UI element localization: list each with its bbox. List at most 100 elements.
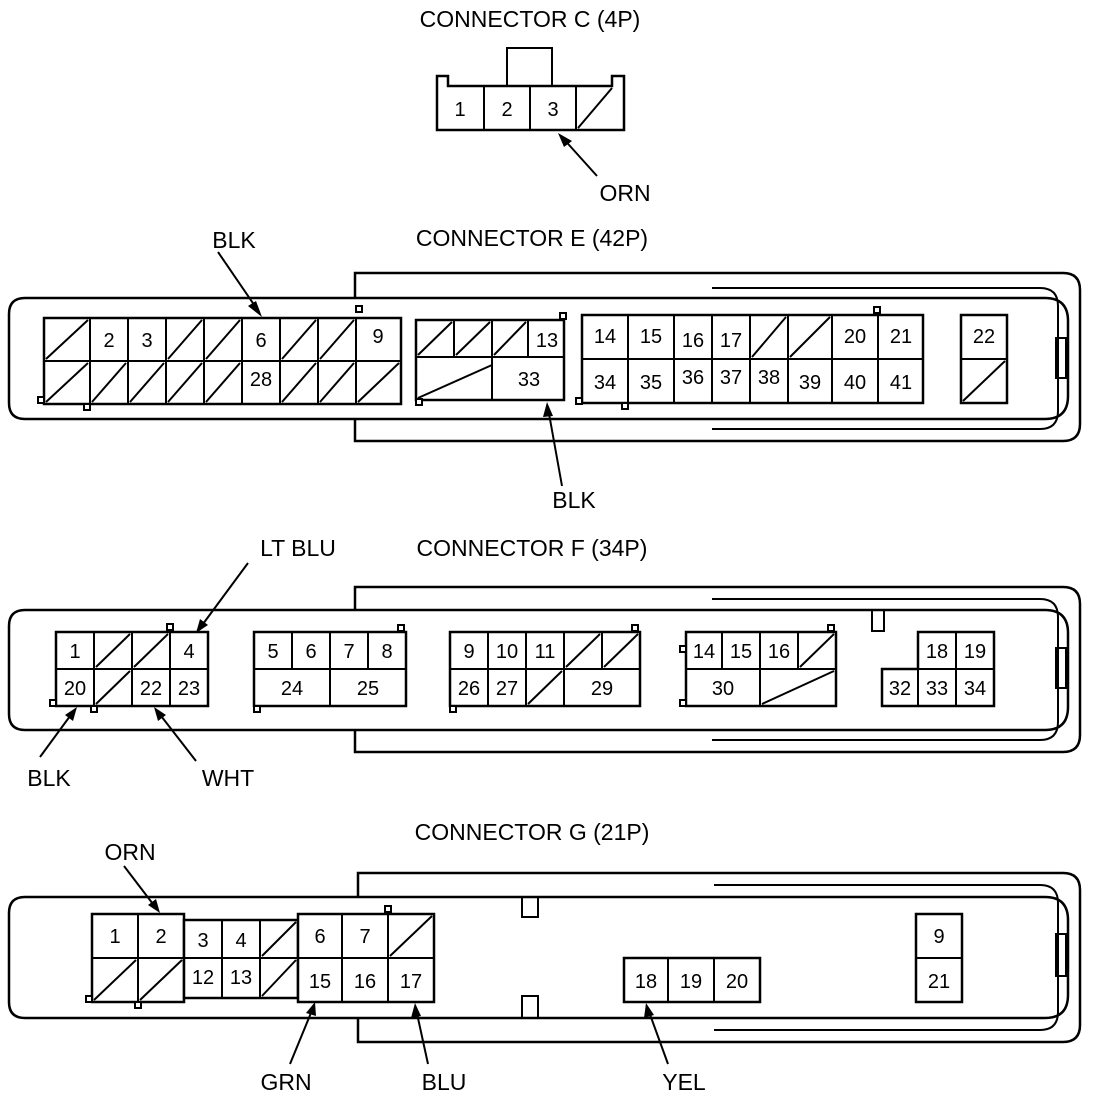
connector-g-housing-rail bbox=[714, 884, 1059, 1031]
connector-e-pin-41: 41 bbox=[890, 372, 912, 394]
connector-f-pin-20: 20 bbox=[64, 678, 86, 700]
connector-e-pin-37: 37 bbox=[720, 367, 742, 389]
connector-e-pin-13: 13 bbox=[536, 330, 558, 352]
connector-e-pin-16: 16 bbox=[682, 330, 704, 352]
connector-g-pin-17: 17 bbox=[400, 971, 422, 993]
connector-c-pin-2: 2 bbox=[501, 99, 512, 121]
connector-f-pin-19: 19 bbox=[964, 641, 986, 663]
arrow-icon bbox=[248, 301, 262, 317]
connector-e-pin-14: 14 bbox=[594, 326, 616, 348]
connector-g: CONNECTOR G (21P) 1 2 3 4 12 13 6 7 bbox=[7, 819, 1082, 1095]
connector-g-pin-21: 21 bbox=[928, 971, 950, 993]
connector-g-pin-2: 2 bbox=[155, 926, 166, 948]
connector-f-pin-23: 23 bbox=[178, 678, 200, 700]
connector-c-pin-3: 3 bbox=[547, 99, 558, 121]
connector-e-pin-20: 20 bbox=[844, 326, 866, 348]
connector-f-pin-16: 16 bbox=[768, 641, 790, 663]
connector-g-wire-orn: ORN bbox=[104, 839, 155, 865]
connector-f-pin-11: 11 bbox=[535, 641, 556, 663]
connector-f-pin-33: 33 bbox=[926, 678, 948, 700]
connector-g-pin-12: 12 bbox=[192, 967, 214, 989]
connector-e-title: CONNECTOR E (42P) bbox=[416, 225, 648, 251]
connector-g-wire-yel: YEL bbox=[662, 1069, 706, 1095]
connector-f-pin-18: 18 bbox=[926, 641, 948, 663]
connector-g-leader-orn bbox=[123, 865, 157, 909]
connector-g-block-4 bbox=[622, 956, 762, 1004]
connector-f-pin-15: 15 bbox=[730, 641, 752, 663]
connector-f-pin-29: 29 bbox=[591, 678, 613, 700]
connector-f-pin-9: 9 bbox=[463, 641, 474, 663]
connector-c-lock-tab bbox=[506, 47, 553, 87]
arrow-icon bbox=[148, 899, 160, 913]
connector-f-pin-14: 14 bbox=[693, 641, 715, 663]
connector-g-pin-13: 13 bbox=[230, 967, 252, 989]
connector-e-wire-blk-6: BLK bbox=[212, 227, 256, 253]
connector-e-pin-21: 21 bbox=[890, 326, 912, 348]
connector-f-pin-6: 6 bbox=[305, 641, 316, 663]
connector-f-pin-26: 26 bbox=[458, 678, 480, 700]
connector-f-pin-7: 7 bbox=[343, 641, 354, 663]
connector-g-pin-7: 7 bbox=[359, 926, 370, 948]
connector-f-pin-5: 5 bbox=[267, 641, 278, 663]
connector-g-housing-outer bbox=[356, 871, 1082, 1044]
connector-g-pin-20: 20 bbox=[726, 971, 748, 993]
connector-e-pin-22: 22 bbox=[973, 326, 995, 348]
connector-c: CONNECTOR C (4P) 1 2 3 ORN bbox=[420, 6, 651, 206]
arrow-icon bbox=[644, 1003, 654, 1018]
arrow-icon bbox=[65, 707, 77, 721]
connector-e-leader-blk-6 bbox=[217, 251, 260, 313]
connector-f-housing-outer bbox=[353, 585, 1082, 754]
connector-e-pin-35: 35 bbox=[640, 372, 662, 394]
connector-e-leader-blk-33 bbox=[547, 407, 563, 487]
connector-g-pin-4: 4 bbox=[235, 930, 246, 952]
arrow-icon bbox=[411, 1003, 421, 1018]
connector-g-pin-6: 6 bbox=[314, 926, 325, 948]
connector-f-pin-4: 4 bbox=[183, 641, 194, 663]
connector-e-pin-9: 9 bbox=[372, 326, 383, 348]
connector-g-leader-grn bbox=[289, 1007, 314, 1065]
connector-e-pin-6: 6 bbox=[255, 330, 266, 352]
connector-e-pin-40: 40 bbox=[844, 372, 866, 394]
connector-e-wire-blk-33: BLK bbox=[552, 487, 596, 513]
connector-f-pin-24: 24 bbox=[281, 678, 303, 700]
connector-e: CONNECTOR E (42P) 2 3 6 9 28 13 bbox=[7, 225, 1082, 513]
connector-f-title: CONNECTOR F (34P) bbox=[417, 535, 648, 561]
connector-e-pin-34: 34 bbox=[594, 372, 616, 394]
arrow-icon bbox=[543, 402, 553, 417]
connector-f-pin-34: 34 bbox=[964, 678, 986, 700]
connector-g-wire-blu: BLU bbox=[422, 1069, 467, 1095]
connector-g-leader-yel bbox=[647, 1008, 669, 1065]
connector-c-pin-1: 1 bbox=[454, 99, 465, 121]
arrow-icon bbox=[196, 619, 208, 633]
connector-g-pin-3: 3 bbox=[197, 930, 208, 952]
connector-f-housing-rail bbox=[712, 598, 1059, 741]
connector-f-pin-22: 22 bbox=[140, 678, 162, 700]
connector-f-pin-8: 8 bbox=[381, 641, 392, 663]
connector-e-pin-3: 3 bbox=[141, 330, 152, 352]
connector-e-housing-inner bbox=[7, 296, 1070, 421]
connector-g-housing-inner bbox=[7, 895, 1070, 1020]
connector-g-pin-19: 19 bbox=[680, 971, 702, 993]
connector-g-pin-1: 1 bbox=[109, 926, 120, 948]
connector-e-pin-2: 2 bbox=[103, 330, 114, 352]
connector-c-housing bbox=[435, 74, 626, 132]
connector-f-pin-25: 25 bbox=[357, 678, 379, 700]
connector-f-pin-27: 27 bbox=[496, 678, 518, 700]
connector-f-pin-10: 10 bbox=[496, 641, 518, 663]
connector-e-housing-outer bbox=[353, 271, 1082, 443]
connector-f-wire-lt-blu: LT BLU bbox=[260, 535, 336, 561]
connector-f: CONNECTOR F (34P) 1 4 20 22 23 5 6 7 8 2… bbox=[7, 535, 1082, 791]
connector-f-pin-1: 1 bbox=[69, 641, 80, 663]
connector-f-leader-wht bbox=[157, 711, 197, 762]
connector-g-pin-18: 18 bbox=[635, 971, 657, 993]
connector-f-pin-30: 30 bbox=[712, 678, 734, 700]
connector-e-pin-36: 36 bbox=[682, 367, 704, 389]
connector-g-pin-15: 15 bbox=[309, 971, 331, 993]
connector-e-pin-33: 33 bbox=[518, 369, 540, 391]
connector-g-wire-grn: GRN bbox=[260, 1069, 311, 1095]
connector-f-leader-blk bbox=[39, 711, 74, 758]
arrow-icon bbox=[558, 133, 572, 147]
connector-c-wire-orn: ORN bbox=[599, 180, 650, 206]
connector-g-title: CONNECTOR G (21P) bbox=[415, 819, 650, 845]
